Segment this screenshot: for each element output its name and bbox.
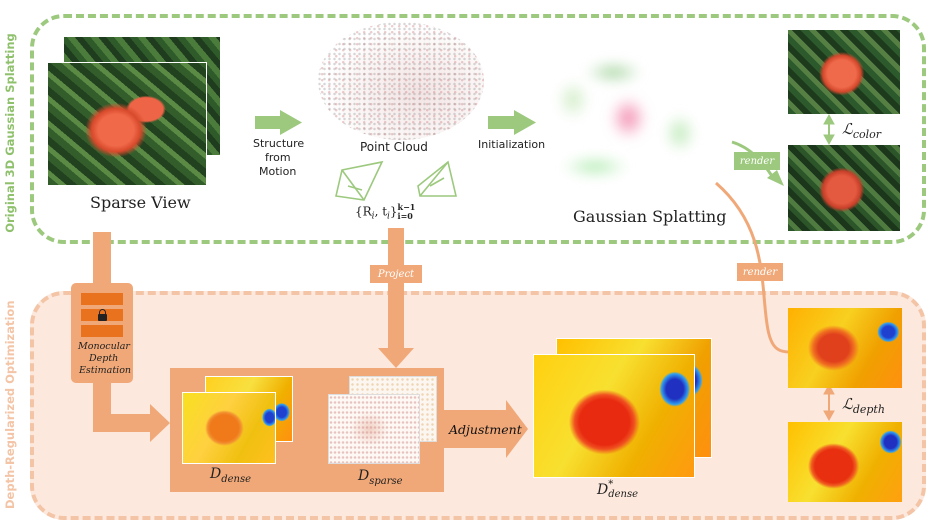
gaussian-splatting-label: Gaussian Splatting xyxy=(573,207,727,226)
rendered-depth-image xyxy=(788,308,902,388)
render-tag-bottom: render xyxy=(737,263,783,281)
camera-params-i-2: i xyxy=(387,211,390,222)
camera-params-t: , t xyxy=(374,204,388,219)
sparse-view-label: Sparse View xyxy=(90,193,191,212)
d-dense-star-main: D xyxy=(597,482,609,498)
loss-color: ℒcolor xyxy=(842,120,881,141)
camera-params-sub: i=0 xyxy=(397,211,413,221)
d-sparse-image-front xyxy=(328,394,420,464)
loss-depth-script: ℒ xyxy=(842,395,853,413)
render-tag-top: render xyxy=(734,152,780,170)
arrow-sfm xyxy=(255,110,302,135)
camera-params-i: i xyxy=(371,211,375,222)
d-dense-sub: dense xyxy=(221,473,252,485)
monocular-line-2: Depth xyxy=(89,353,119,364)
gt-color-image xyxy=(788,30,900,114)
loss-color-script: ℒ xyxy=(842,120,853,138)
d-dense-star-sup: * xyxy=(608,479,614,490)
sfm-line-2: from xyxy=(265,151,291,164)
d-dense-image-front xyxy=(182,392,276,464)
d-dense-star-image-front xyxy=(533,354,695,478)
monocular-line-3: Estimation xyxy=(79,365,132,376)
camera-params-sup: k−1 xyxy=(397,202,416,212)
d-sparse-main: D xyxy=(358,468,370,484)
camera-frustum-icon xyxy=(335,160,458,201)
loss-depth-sub: depth xyxy=(852,403,885,416)
loss-color-arrow xyxy=(823,113,835,146)
sfm-line-1: Structure xyxy=(253,137,305,150)
render-arrow-bottom-line xyxy=(715,181,791,354)
loss-depth: ℒdepth xyxy=(842,395,885,416)
lock-icon xyxy=(98,309,107,321)
loss-color-sub: color xyxy=(852,128,881,141)
estimated-depth-image xyxy=(788,422,902,502)
top-section-frame xyxy=(30,14,926,244)
arrow-adjustment xyxy=(444,400,528,458)
arrow-project xyxy=(378,228,414,368)
render-arrow-top-head xyxy=(767,170,784,186)
monocular-model-stack xyxy=(81,293,123,337)
d-dense-star-label: D*dense xyxy=(597,480,638,500)
camera-params-close: } xyxy=(389,204,398,219)
initialization-label: Initialization xyxy=(478,138,546,151)
loss-depth-arrow xyxy=(823,383,835,422)
monocular-line-1: Monocular xyxy=(78,341,130,352)
sfm-line-3: Motion xyxy=(259,165,297,178)
sparse-view-image-front xyxy=(47,62,207,186)
d-dense-star-sub: dense xyxy=(608,489,639,500)
d-sparse-label: Dsparse xyxy=(358,468,403,487)
d-sparse-sub: sparse xyxy=(369,475,403,487)
point-cloud-image xyxy=(318,22,484,140)
rendered-color-image xyxy=(788,145,900,231)
point-cloud-label: Point Cloud xyxy=(360,140,428,154)
d-dense-label: Ddense xyxy=(210,466,251,485)
gaussian-splatting-image xyxy=(540,42,724,194)
arrow-initialization xyxy=(488,110,536,135)
d-dense-main: D xyxy=(210,466,222,482)
adjustment-label: Adjustment xyxy=(449,422,522,437)
camera-params-open: {R xyxy=(355,204,372,219)
project-tag: Project xyxy=(370,265,422,283)
